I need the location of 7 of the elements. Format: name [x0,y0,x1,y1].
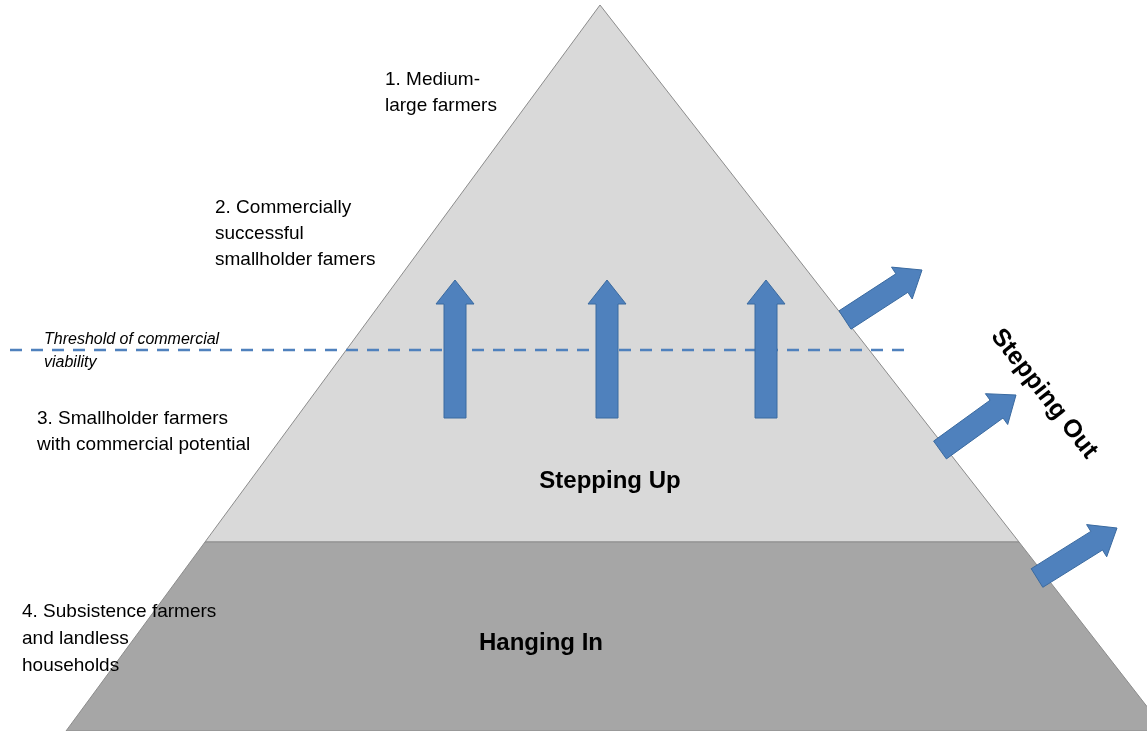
threshold-label: Threshold of commercial viability [44,329,221,372]
tier-label: 1. Medium- large farmers [385,67,498,117]
hanging-in-label: Hanging In [479,627,603,657]
stepping-up-label: Stepping Up [539,465,681,495]
tier-label: 2. Commercially successful smallholder famers [215,195,377,271]
tier-label: 4. Subsistence farmers and landless households [22,599,218,677]
tier-label: 3. Smallholder farmers with commercial potential [37,406,252,456]
